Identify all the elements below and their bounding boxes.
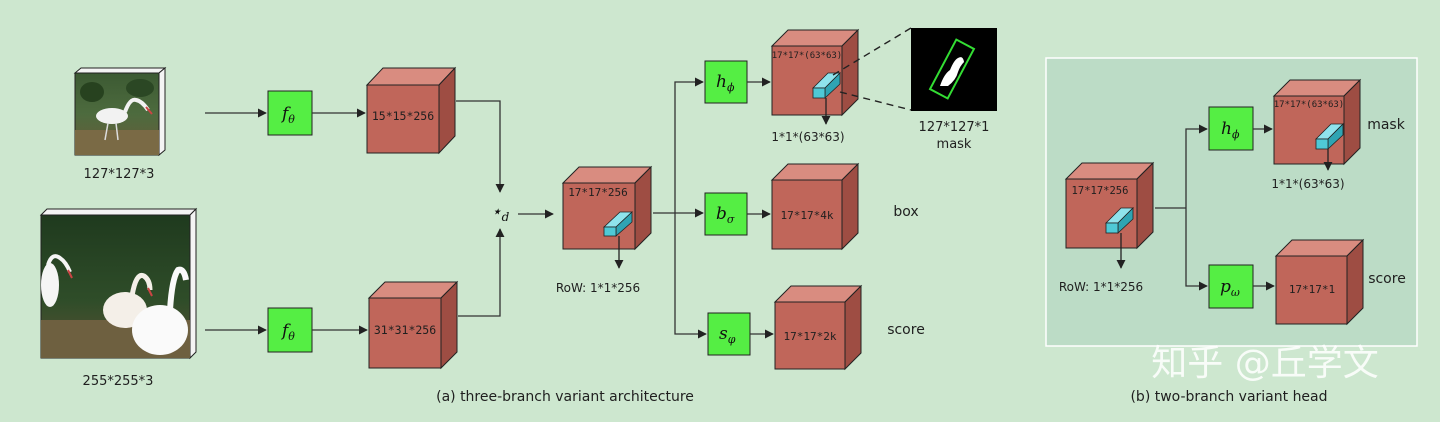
search-size-label: 255*255*3 (83, 374, 154, 389)
embed-subscript: θ (288, 113, 295, 126)
panel-b-score-head-function: pω (1208, 264, 1254, 309)
panel-b-mask-cube-label: 17*17*(63*63) (1274, 100, 1344, 110)
svg-text:sφ: sφ (719, 324, 736, 346)
search-feature-cube: 31*31*256 (367, 280, 459, 370)
panel-b-mask-vector-label: 1*1*(63*63) (1271, 177, 1344, 191)
box-head-symbol: b (716, 204, 727, 224)
zoom-line-bottom (839, 91, 912, 111)
search-image (39, 207, 198, 360)
exemplar-feature-label: 15*15*256 (372, 109, 434, 123)
panel-b-score-symbol: p (1220, 277, 1231, 297)
score-head-subscript: φ (728, 333, 736, 346)
mask-cube-label: 17*17*(63*63) (772, 51, 842, 61)
mask-head-subscript: ϕ (727, 81, 735, 94)
box-branch-name: box (893, 204, 918, 220)
embed-function-bottom: fθ (267, 307, 313, 353)
arrow-exemplar-to-correlation (456, 100, 505, 193)
mask-output-name: mask (937, 137, 972, 152)
panel-b-score-name: score (1368, 271, 1406, 287)
arrow-search-to-correlation (458, 228, 505, 317)
svg-text:fθ: fθ (280, 104, 295, 126)
response-label: 17*17*256 (568, 186, 628, 199)
arrow-to-score-branch (674, 213, 707, 339)
panel-b-mask-head-function: hϕ (1208, 106, 1254, 151)
panel-b-mask-symbol: h (1221, 119, 1232, 139)
row-label: RoW: 1*1*256 (556, 281, 640, 295)
panel-b-score-subscript: ω (1231, 286, 1240, 299)
box-cube: 17*17*4k (770, 162, 860, 251)
exemplar-size-label: 127*127*3 (84, 167, 155, 182)
panel-b-response-label: 17*17*256 (1072, 185, 1129, 197)
panel-b-response-cube: 17*17*256 (1064, 161, 1155, 250)
panel-b-mask-name: mask (1367, 117, 1406, 133)
row-vector (602, 211, 634, 237)
box-cube-label: 17*17*4k (781, 209, 834, 222)
panel-b-arrow-to-mask (1185, 124, 1208, 208)
response-cube: 17*17*256 (561, 165, 653, 251)
zoom-line-top (832, 27, 912, 76)
score-head-symbol: s (719, 324, 728, 344)
watermark: 知乎 @丘学文 (1151, 343, 1378, 384)
score-cube-label: 17*17*2k (784, 330, 837, 343)
score-head-function: sφ (707, 312, 751, 356)
svg-text:fθ: fθ (280, 321, 295, 343)
mask-output-size: 127*127*1 (919, 120, 990, 135)
panel-b-row-label: RoW: 1*1*256 (1059, 280, 1143, 294)
panel-b-score-cube-label: 17*17*1 (1289, 283, 1335, 296)
embed-function-top: fθ (267, 90, 313, 136)
svg-text:pω: pω (1220, 277, 1240, 299)
exemplar-feature-cube: 15*15*256 (365, 66, 457, 155)
exemplar-image (73, 66, 167, 157)
embed-symbol: f (280, 321, 291, 341)
panel-b-arrow-to-score (1185, 208, 1208, 291)
svg-text:hϕ: hϕ (716, 72, 735, 94)
correlation-symbol: ⋆ (491, 202, 502, 222)
mask-vector-label: 1*1*(63*63) (771, 130, 844, 144)
panel-b-mask-cube: 17*17*(63*63) (1272, 78, 1362, 166)
box-head-subscript: σ (727, 213, 735, 226)
depthwise-correlation: ⋆d (491, 202, 510, 224)
box-head-function: bσ (704, 192, 748, 236)
mask-vector (812, 72, 841, 99)
embed-symbol: f (280, 104, 291, 124)
panel-b-mask-vector (1315, 123, 1344, 150)
panel-b-mask-subscript: ϕ (1232, 128, 1240, 141)
mask-cube: 17*17*(63*63) (770, 28, 860, 117)
panel-b-score-cube: 17*17*1 (1274, 238, 1365, 326)
svg-text:hϕ: hϕ (1221, 119, 1240, 141)
arrow-to-mask-branch (674, 77, 704, 213)
search-feature-label: 31*31*256 (374, 323, 436, 337)
caption-a: (a) three-branch variant architecture (436, 389, 694, 405)
caption-b: (b) two-branch variant head (1130, 389, 1327, 405)
mask-head-symbol: h (716, 72, 727, 92)
score-branch-name: score (887, 322, 925, 338)
mask-output-image (911, 28, 997, 111)
mask-head-function: hϕ (704, 60, 748, 104)
score-cube: 17*17*2k (773, 284, 863, 371)
embed-subscript: θ (288, 330, 295, 343)
panel-b-row-vector (1105, 207, 1134, 234)
svg-text:bσ: bσ (716, 204, 735, 226)
correlation-subscript: d (502, 210, 510, 224)
